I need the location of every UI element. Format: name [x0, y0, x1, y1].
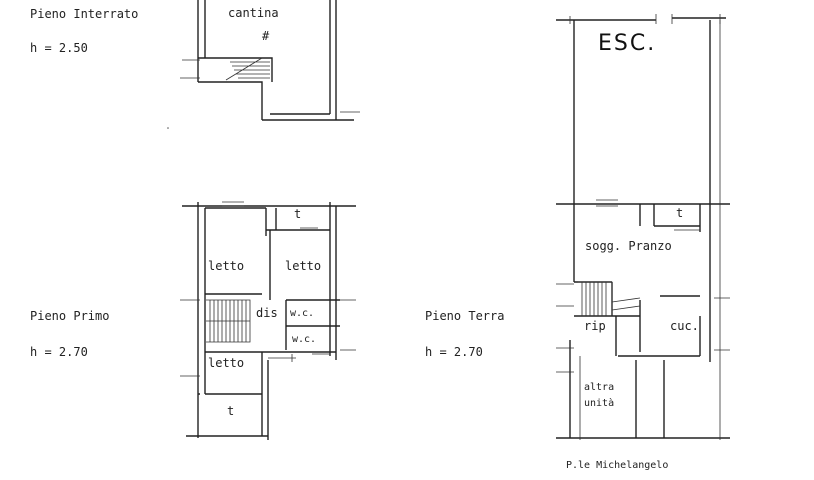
room-terrace-top: t [294, 207, 301, 221]
room-wc-1: w.c. [290, 308, 314, 319]
room-terrace-ground: t [676, 206, 683, 220]
room-soggiorno: sogg. Pranzo [585, 239, 672, 253]
first-floor-stair [206, 299, 251, 343]
room-letto-1: letto [208, 259, 244, 273]
room-dis: dis [256, 306, 278, 320]
ground-floor-stair [578, 281, 641, 316]
hash-mark: # [262, 29, 270, 43]
room-cantina: cantina [228, 6, 279, 20]
street-label: P.le Michelangelo [566, 460, 668, 471]
room-altra: altra [584, 382, 614, 393]
room-cuc: cuc. [670, 319, 699, 333]
first-floor-title: Pieno Primo [30, 309, 109, 323]
basement-height: h = 2.50 [30, 41, 88, 55]
room-unita: unità [584, 397, 614, 409]
ground-floor-plan: Pieno Terra h = 2.70 ESC. t sogg. Pranzo… [425, 14, 730, 471]
ground-floor-height: h = 2.70 [425, 345, 483, 359]
room-terrace-bottom: t [227, 404, 234, 418]
ground-floor-title: Pieno Terra [425, 309, 504, 323]
basement-plan: Pieno Interrato h = 2.50 cantina # [30, 0, 360, 129]
room-rip: rip [584, 319, 606, 333]
first-floor-height: h = 2.70 [30, 345, 88, 359]
room-letto-2: letto [285, 259, 321, 273]
basement-stair [225, 57, 270, 81]
stair-label-esc: ESC. [598, 31, 656, 56]
room-wc-2: w.c. [292, 334, 316, 345]
room-letto-3: letto [208, 356, 244, 370]
basement-title: Pieno Interrato [30, 7, 138, 21]
first-floor-plan: Pieno Primo h = 2.70 letto letto letto d… [30, 201, 356, 440]
